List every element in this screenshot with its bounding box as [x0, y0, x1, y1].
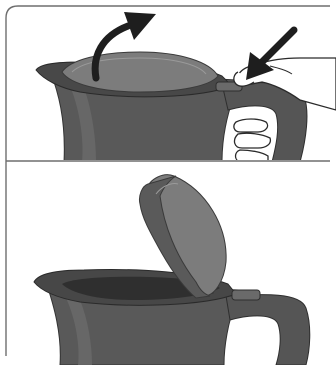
bottom-panel [34, 175, 310, 365]
top-panel [36, 12, 336, 162]
lid-release-button [232, 290, 260, 300]
